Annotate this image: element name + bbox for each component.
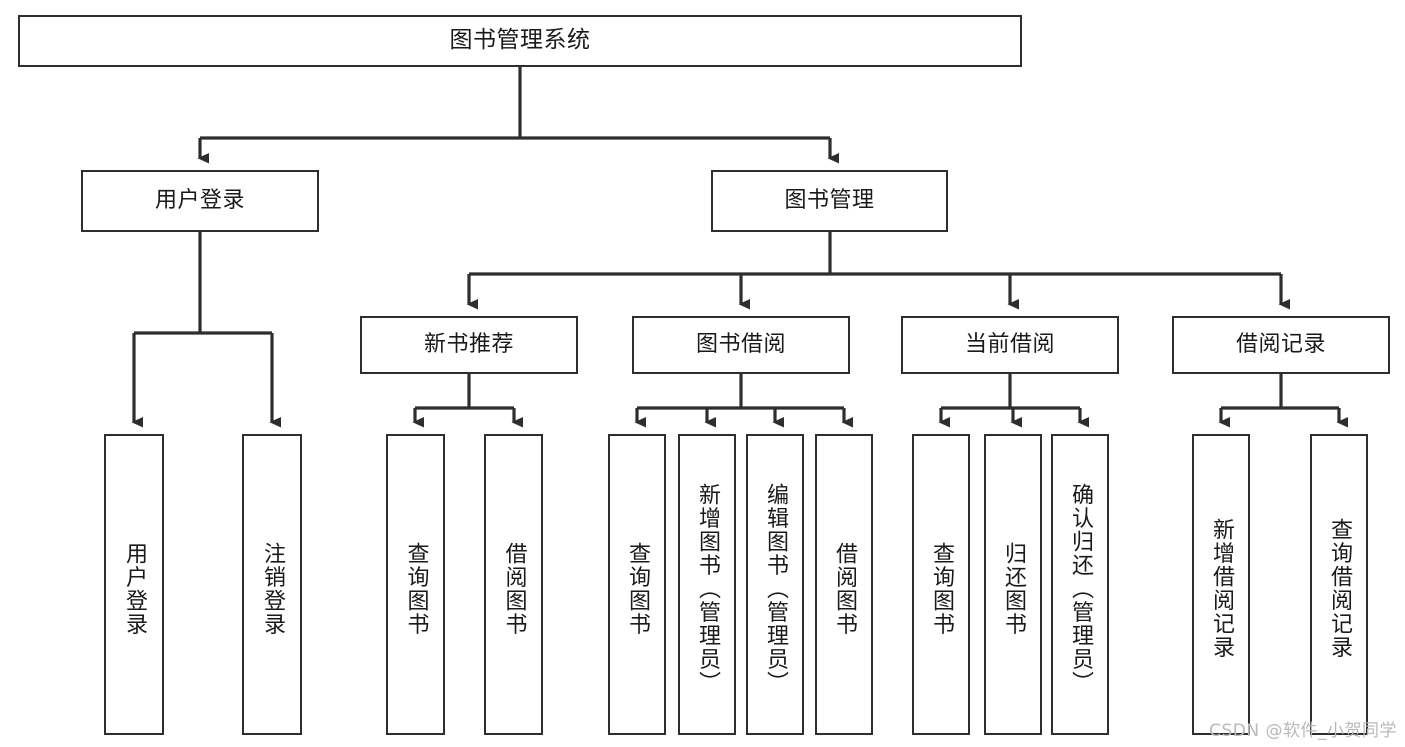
- node-leaf-borrow-book-2-label: 借阅图书: [831, 541, 857, 636]
- node-leaf-borrow-book-1[interactable]: 借阅图书: [484, 434, 543, 735]
- node-new-book-rec-label: 新书推荐: [423, 331, 514, 357]
- node-leaf-query-book-2[interactable]: 查询图书: [608, 434, 666, 735]
- node-leaf-edit-book[interactable]: 编辑图书（管理员）: [746, 434, 804, 735]
- node-new-book-rec[interactable]: 新书推荐: [360, 316, 578, 374]
- node-leaf-add-record[interactable]: 新增借阅记录: [1192, 434, 1250, 735]
- node-leaf-confirm-return[interactable]: 确认归还（管理员）: [1051, 434, 1109, 735]
- node-leaf-query-record[interactable]: 查询借阅记录: [1310, 434, 1368, 735]
- node-leaf-edit-book-label: 编辑图书（管理员）: [762, 482, 788, 695]
- csdn-watermark: CSDN @软件_小贺同学: [1209, 721, 1397, 741]
- node-current-borrow[interactable]: 当前借阅: [901, 316, 1119, 374]
- node-leaf-user-login-label: 用户登录: [121, 541, 147, 636]
- node-leaf-user-login[interactable]: 用户登录: [104, 434, 164, 735]
- node-leaf-query-book-1-label: 查询图书: [403, 541, 429, 636]
- node-leaf-query-record-label: 查询借阅记录: [1326, 518, 1352, 659]
- node-leaf-return-book-label: 归还图书: [1000, 541, 1026, 636]
- node-borrow-record[interactable]: 借阅记录: [1172, 316, 1390, 374]
- node-book-manage[interactable]: 图书管理: [711, 170, 948, 232]
- node-book-manage-label: 图书管理: [784, 187, 875, 213]
- node-leaf-query-book-3-label: 查询图书: [928, 541, 954, 636]
- node-leaf-query-book-3[interactable]: 查询图书: [912, 434, 970, 735]
- node-leaf-borrow-book-1-label: 借阅图书: [501, 541, 527, 636]
- node-leaf-add-record-label: 新增借阅记录: [1208, 518, 1234, 659]
- node-leaf-query-book-2-label: 查询图书: [624, 541, 650, 636]
- node-leaf-confirm-return-label: 确认归还（管理员）: [1067, 482, 1093, 695]
- node-leaf-add-book-label: 新增图书（管理员）: [694, 482, 720, 695]
- node-root-label: 图书管理系统: [449, 27, 591, 54]
- node-leaf-add-book[interactable]: 新增图书（管理员）: [678, 434, 736, 735]
- node-leaf-logout-label: 注销登录: [259, 541, 285, 636]
- node-user-login[interactable]: 用户登录: [81, 170, 319, 232]
- node-root[interactable]: 图书管理系统: [18, 15, 1022, 67]
- node-leaf-return-book[interactable]: 归还图书: [984, 434, 1042, 735]
- node-leaf-query-book-1[interactable]: 查询图书: [386, 434, 445, 735]
- node-book-borrow[interactable]: 图书借阅: [632, 316, 850, 374]
- node-leaf-borrow-book-2[interactable]: 借阅图书: [815, 434, 873, 735]
- node-user-login-label: 用户登录: [154, 187, 245, 213]
- node-borrow-record-label: 借阅记录: [1235, 331, 1326, 357]
- node-book-borrow-label: 图书借阅: [695, 331, 786, 357]
- node-current-borrow-label: 当前借阅: [964, 331, 1055, 357]
- node-leaf-logout[interactable]: 注销登录: [242, 434, 302, 735]
